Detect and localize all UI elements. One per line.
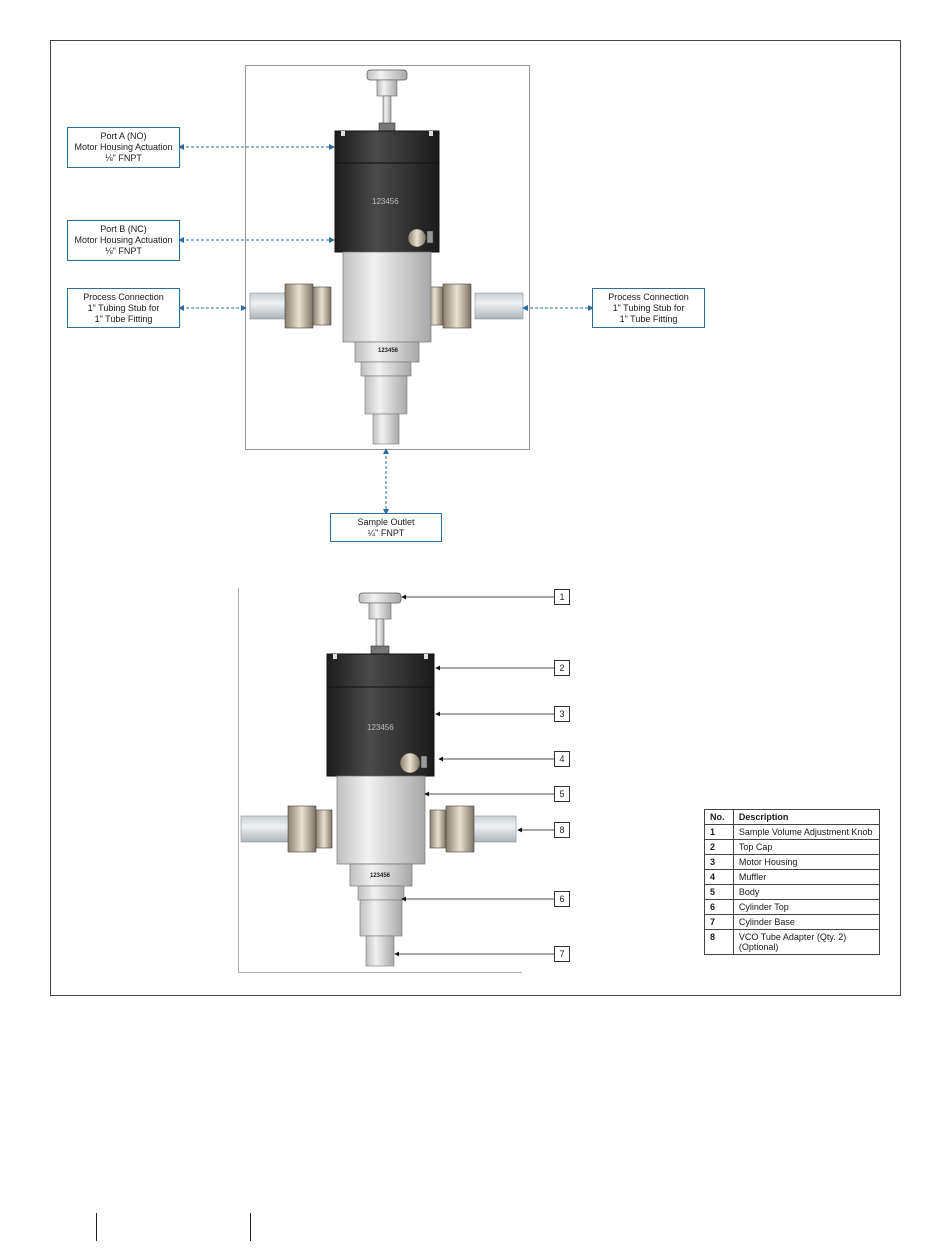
numbered-view-body-marking: 123456 bbox=[370, 873, 391, 879]
top-view-housing-marking: 123456 bbox=[372, 197, 399, 206]
header-description: Description bbox=[732, 809, 881, 825]
item-number-5: 5 bbox=[554, 786, 570, 802]
footer-divider-right bbox=[250, 1213, 251, 1241]
diagram-frame bbox=[50, 40, 901, 996]
numbered-view-housing-marking: 123456 bbox=[367, 723, 394, 732]
callout-connectors bbox=[178, 144, 594, 515]
parts-table-header: No. Description bbox=[704, 809, 881, 825]
item-number-6: 6 bbox=[554, 891, 570, 907]
top-view-body-marking: 123456 bbox=[378, 348, 399, 354]
item-number-4: 4 bbox=[554, 751, 570, 767]
callout-process-connection-left: Process Connection 1" Tubing Stub for 1"… bbox=[67, 288, 180, 328]
bottom-view-bottom-rule bbox=[238, 972, 522, 973]
item-number-8: 8 bbox=[554, 822, 570, 838]
valve-top-view bbox=[249, 69, 524, 445]
callout-port-b: Port B (NC) Motor Housing Actuation ⅛" F… bbox=[67, 220, 180, 261]
valve-numbered-view bbox=[240, 592, 517, 967]
item-number-3: 3 bbox=[554, 706, 570, 722]
bottom-view-left-rule bbox=[238, 588, 239, 973]
item-number-1: 1 bbox=[554, 589, 570, 605]
item-number-2: 2 bbox=[554, 660, 570, 676]
item-number-7: 7 bbox=[554, 946, 570, 962]
callout-port-a: Port A (NO) Motor Housing Actuation ⅛" F… bbox=[67, 127, 180, 168]
item-leader-lines bbox=[394, 594, 554, 957]
callout-process-connection-right: Process Connection 1" Tubing Stub for 1"… bbox=[592, 288, 705, 328]
footer-divider-left bbox=[96, 1213, 97, 1241]
callout-sample-outlet: Sample Outlet ¼" FNPT bbox=[330, 513, 442, 542]
header-no: No. bbox=[704, 809, 734, 825]
